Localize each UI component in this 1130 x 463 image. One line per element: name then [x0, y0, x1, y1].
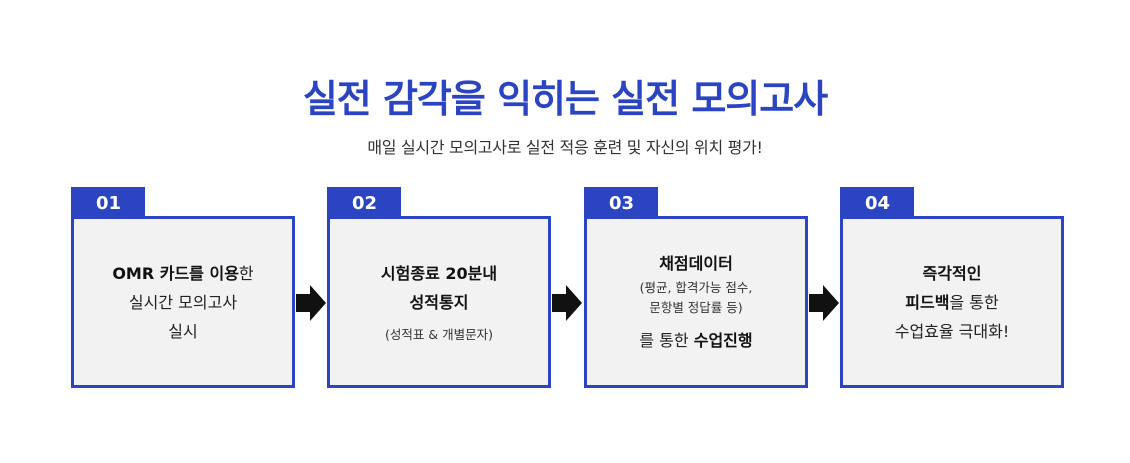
step-title-line: 채점데이터 — [659, 254, 733, 273]
page-title: 실전 감각을 익히는 실전 모의고사 — [302, 77, 828, 121]
step-title-line: 성적통지 — [409, 293, 469, 312]
arrow-right-icon — [296, 285, 326, 321]
step-line-rest: 를 통한 — [639, 331, 694, 350]
step-line-rest: 을 통한 — [949, 292, 999, 312]
arrow-right-icon — [809, 285, 839, 321]
step-note: (평균, 합격가능 점수, — [639, 280, 753, 295]
step-line-rest: 한 — [238, 263, 254, 283]
step-line: 실시간 모의고사 — [128, 292, 238, 312]
arrow-right-icon — [552, 285, 582, 321]
step-line: 수업효율 극대화! — [894, 321, 1010, 341]
step-note: 문항별 정답률 등) — [649, 300, 743, 315]
step-card-04: 04 즉각적인 피드백을 통한 수업효율 극대화! — [840, 187, 1064, 388]
step-content: 채점데이터 (평균, 합격가능 점수, 문항별 정답률 등) 를 통한 수업진행 — [584, 216, 808, 388]
step-note: (성적표 & 개별문자) — [385, 327, 493, 342]
step-line-bold: OMR 카드를 이용 — [112, 263, 239, 283]
step-line: OMR 카드를 이용한 — [112, 259, 253, 288]
step-number: 01 — [71, 187, 145, 218]
page-subtitle: 매일 실시간 모의고사로 실전 적응 훈련 및 자신의 위치 평가! — [367, 138, 763, 157]
step-content: OMR 카드를 이용한 실시간 모의고사 실시 — [71, 216, 295, 388]
step-title-line: 즉각적인 — [922, 263, 982, 283]
step-card-03: 03 채점데이터 (평균, 합격가능 점수, 문항별 정답률 등) 를 통한 수… — [584, 187, 808, 388]
step-content: 시험종료 20분내 성적통지 (성적표 & 개별문자) — [327, 216, 551, 388]
step-line: 피드백을 통한 — [905, 288, 998, 317]
step-line-bold: 피드백 — [905, 292, 950, 312]
step-line: 를 통한 수업진행 — [639, 326, 752, 355]
step-line: 실시 — [168, 321, 198, 341]
step-card-01: 01 OMR 카드를 이용한 실시간 모의고사 실시 — [71, 187, 295, 388]
step-line-bold: 수업진행 — [693, 331, 753, 350]
step-card-02: 02 시험종료 20분내 성적통지 (성적표 & 개별문자) — [327, 187, 551, 388]
step-title-line: 시험종료 20분내 — [380, 264, 498, 283]
step-number: 02 — [327, 187, 401, 218]
step-number: 03 — [584, 187, 658, 218]
step-number: 04 — [840, 187, 914, 218]
step-content: 즉각적인 피드백을 통한 수업효율 극대화! — [840, 216, 1064, 388]
